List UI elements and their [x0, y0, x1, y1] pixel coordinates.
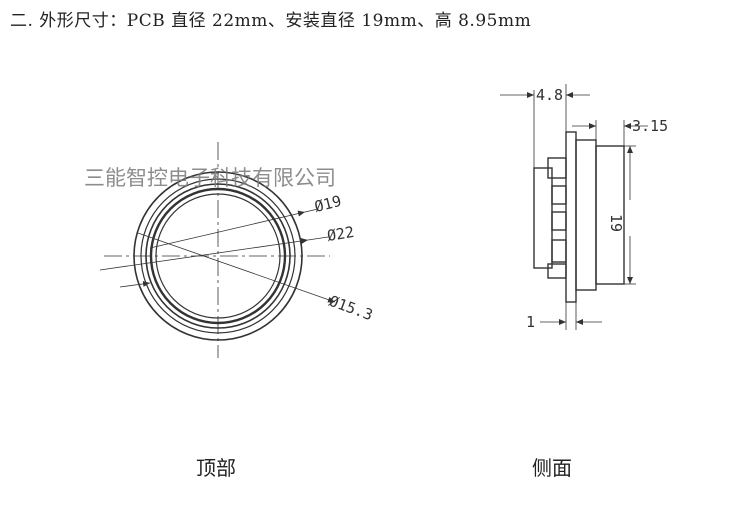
dim-d19: Ø19	[313, 192, 344, 216]
dim-w1: 1	[526, 313, 535, 331]
leader-d19	[149, 210, 306, 249]
top-view-label: 顶部	[196, 456, 236, 480]
side-housing	[575, 139, 597, 291]
page-heading: 二. 外形尺寸：PCB 直径 22mm、安装直径 19mm、高 8.95mm	[10, 11, 532, 31]
watermark-company: 三能智控电子科技有限公司	[84, 166, 336, 190]
component-3	[551, 185, 567, 205]
side-cap	[595, 145, 625, 285]
dim-h19: 19	[607, 214, 625, 232]
leader-d22-ext	[307, 236, 329, 241]
leader-d15	[137, 232, 336, 303]
component-2	[533, 167, 553, 269]
dim-d22: Ø22	[326, 223, 356, 245]
component-5	[551, 239, 567, 263]
component-4	[551, 211, 567, 231]
outer-ring	[133, 171, 303, 341]
leader-d19-ext	[304, 208, 319, 213]
dim-w48: 4.8	[536, 86, 563, 104]
dim-d15: Ø15.3	[327, 292, 376, 324]
top-view-drawing	[99, 142, 336, 358]
side-view-label: 侧面	[532, 456, 572, 480]
side-view-drawing	[500, 84, 648, 330]
component-6	[547, 263, 567, 279]
dim-w315: 3.15	[632, 117, 668, 135]
pcb-board	[565, 131, 577, 303]
arrow-tick-left	[119, 280, 151, 288]
leader-d22	[99, 238, 309, 271]
